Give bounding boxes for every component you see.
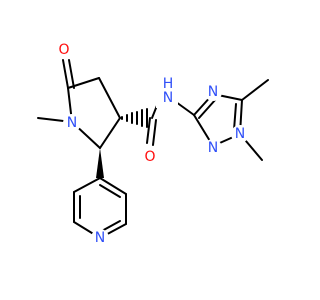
bond-amide-n-triazole <box>175 101 195 116</box>
bond-c5-methyl <box>241 79 269 101</box>
bond-c3-c2 <box>99 117 121 149</box>
hashed-wedge-c3-amide <box>121 108 148 128</box>
chemical-structure: O O N N H N N N N <box>37 41 269 247</box>
label-amide-nitrogen: N <box>163 90 173 106</box>
amide-carbonyl <box>146 117 157 146</box>
label-triazole-n2: N <box>208 140 218 156</box>
solid-wedge-c2-pyridine <box>96 148 104 178</box>
label-triazole-n1: N <box>235 126 245 142</box>
label-amide-oxygen: O <box>144 149 155 165</box>
bond-c4-c3 <box>98 77 121 119</box>
pyrrolidinone-ring <box>67 77 121 149</box>
label-triazole-n4: N <box>208 84 218 100</box>
label-amide-hydrogen: H <box>163 76 174 92</box>
label-ring-nitrogen: N <box>67 115 77 131</box>
atom-labels: O O N N H N N N N <box>55 41 249 247</box>
ring-carbonyl <box>62 59 75 89</box>
label-ring-oxygen: O <box>58 42 69 58</box>
label-pyridine-nitrogen: N <box>95 230 105 246</box>
